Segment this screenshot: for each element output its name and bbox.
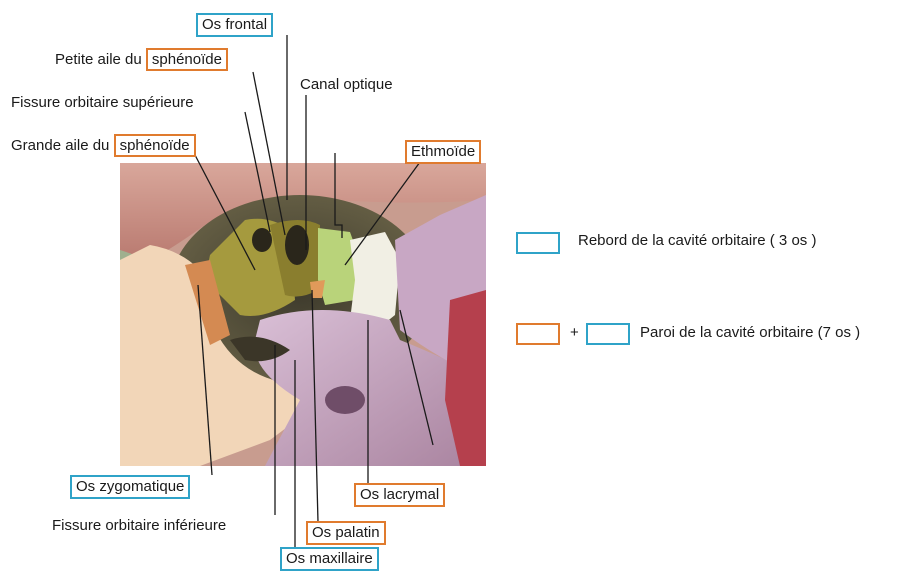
label-ethmoide: Ethmoïde xyxy=(405,140,481,164)
legend-blue-swatch-2 xyxy=(586,323,630,345)
label-os-frontal-text: Os frontal xyxy=(202,16,267,33)
legend-rim-label: Rebord de la cavité orbitaire ( 3 os ) xyxy=(578,232,816,250)
label-grande-aile-prefix: Grande aile du xyxy=(11,137,114,154)
label-os-frontal: Os frontal xyxy=(196,13,273,37)
fissure-shape xyxy=(252,228,272,252)
label-canal-optique: Canal optique xyxy=(300,76,393,94)
label-grande-aile: Grande aile du sphénoïde xyxy=(11,137,196,155)
legend-wall-label: Paroi de la cavité orbitaire (7 os ) xyxy=(640,324,860,342)
label-petite-aile-boxed: sphénoïde xyxy=(146,48,228,71)
label-ethmoide-text: Ethmoïde xyxy=(411,143,475,160)
label-os-zygomatique: Os zygomatique xyxy=(70,475,190,499)
label-os-maxillaire: Os maxillaire xyxy=(280,547,379,571)
label-os-palatin: Os palatin xyxy=(306,521,386,545)
legend-wall-text: Paroi de la cavité orbitaire (7 os ) xyxy=(640,324,860,341)
legend-blue-swatch xyxy=(516,232,560,254)
foramen-shape xyxy=(325,386,365,414)
label-grande-aile-boxed: sphénoïde xyxy=(114,134,196,157)
label-fissure-sup: Fissure orbitaire supérieure xyxy=(11,94,194,112)
label-os-maxillaire-text: Os maxillaire xyxy=(286,550,373,567)
legend-plus: + xyxy=(570,324,579,342)
label-petite-aile: Petite aile du sphénoïde xyxy=(55,51,228,69)
legend-orange-swatch xyxy=(516,323,560,345)
label-petite-aile-prefix: Petite aile du xyxy=(55,51,146,68)
legend-plus-text: + xyxy=(570,324,579,341)
label-fissure-sup-text: Fissure orbitaire supérieure xyxy=(11,94,194,111)
label-os-zygomatique-text: Os zygomatique xyxy=(76,478,184,495)
legend-rim-text: Rebord de la cavité orbitaire ( 3 os ) xyxy=(578,232,816,249)
label-os-lacrymal-text: Os lacrymal xyxy=(360,486,439,503)
label-canal-optique-text: Canal optique xyxy=(300,76,393,93)
label-os-palatin-text: Os palatin xyxy=(312,524,380,541)
label-os-lacrymal: Os lacrymal xyxy=(354,483,445,507)
label-fissure-inf-text: Fissure orbitaire inférieure xyxy=(52,517,226,534)
label-fissure-inf: Fissure orbitaire inférieure xyxy=(52,517,226,535)
